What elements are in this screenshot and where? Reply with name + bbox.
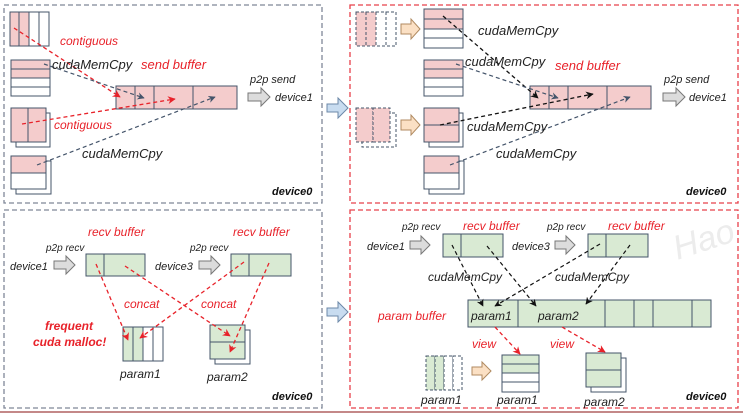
tl-label-cudamemcpy-1: cudaMemCpy [52,57,134,72]
panel-bottom-left [3,209,323,409]
bl-recv-arrow-2-icon [198,254,221,276]
transition-arrow-bottom [326,300,349,324]
br-param1-tensor [501,354,540,393]
panel-top-left [3,4,323,204]
bl-label-recv-buffer-1: recv buffer [88,225,146,239]
bl-label-device1: device1 [10,261,48,273]
tr-virtual-tensor-1 [355,11,397,47]
tl-label-device1: device1 [275,92,313,104]
tl-arrow-memcpy-1 [43,63,145,100]
tr-tensor-3 [423,107,464,148]
tl-label-send-buffer: send buffer [141,57,207,72]
bl-label-recv-buffer-2: recv buffer [233,225,291,239]
tr-tensor-4 [423,155,465,195]
bl-recv-arrow-1-icon [53,254,76,276]
tl-label-device0: device0 [272,186,313,198]
tr-arrow-memcpy-3 [439,91,594,126]
bl-arrow-concat-4 [229,262,270,353]
br-label-cudamemcpy-1: cudaMemCpy [428,270,503,284]
bl-recv-buffer-1 [85,253,146,277]
bl-label-concat-1: concat [124,297,160,311]
tl-arrow-contig-2 [21,96,176,125]
bl-label-warning-line1: frequent [45,319,94,333]
br-label-p2p-recv-1: p2p recv [401,222,441,233]
bl-label-p2p-recv-1: p2p recv [45,243,85,254]
tr-label-p2p-send: p2p send [663,74,710,86]
tr-orange-arrow-2 [400,113,421,137]
br-recv-arrow-2-icon [554,234,576,256]
bl-recv-buffer-2 [230,253,292,277]
br-virtual-param1 [425,355,463,391]
br-arrow-view-2 [561,326,606,353]
tl-send-buffer [115,85,238,110]
br-arrow-view-1 [494,326,521,355]
br-arrow-memcpy-1 [451,244,484,307]
br-label-device1: device1 [367,241,405,253]
tl-arrow-memcpy-2 [36,95,216,166]
bl-label-param2: param2 [206,370,248,384]
panel-bottom-right [349,209,739,409]
tr-label-cudamemcpy-2: cudaMemCpy [465,54,547,69]
tl-label-cudamemcpy-2: cudaMemCpy [82,146,164,161]
br-label-recv-buffer-2: recv buffer [608,219,666,233]
bl-param2-tensor [209,324,251,365]
bl-label-device3: device3 [155,261,194,273]
bl-label-param1: param1 [119,367,161,381]
br-label-param2: param2 [583,395,625,409]
tr-send-arrow-icon [662,86,686,108]
br-label-view-2: view [550,337,575,351]
br-arrow-memcpy-4 [585,244,631,305]
tl-send-arrow-icon [247,86,271,108]
tr-virtual-tensor-2 [355,107,397,148]
br-label-recv-buffer-1: recv buffer [463,219,521,233]
br-orange-arrow [471,360,492,382]
br-label-param1-a: param1 [420,393,462,407]
bl-arrow-concat-3 [139,261,245,339]
tr-tensor-2 [423,59,464,97]
br-label-device3: device3 [512,241,551,253]
transition-arrow-top [326,96,349,120]
tr-arrow-memcpy-2 [455,63,559,100]
br-label-view-1: view [472,337,497,351]
tl-label-contiguous-1: contiguous [60,34,118,48]
bl-label-concat-2: concat [201,297,237,311]
tr-tensor-1 [423,8,464,49]
br-label-param-buffer: param buffer [377,309,447,323]
tl-label-contiguous-2: contiguous [54,118,112,132]
tr-orange-arrow-1 [400,17,421,41]
tr-label-cudamemcpy-1: cudaMemCpy [478,23,560,38]
watermark: Hao [668,212,739,267]
tr-label-send-buffer: send buffer [555,58,621,73]
panel-top-right [349,4,739,204]
bl-label-warning-line2: cuda malloc! [33,335,106,349]
br-recv-buffer-1 [442,233,504,258]
tr-label-device0: device0 [686,186,727,198]
tl-arrow-contig-1 [13,27,121,98]
br-param2-tensor [585,352,627,393]
tr-label-device1: device1 [689,92,727,104]
br-label-cudamemcpy-2: cudaMemCpy [555,270,630,284]
br-label-device0: device0 [686,391,727,403]
tl-label-p2p-send: p2p send [249,74,296,86]
bl-label-device0: device0 [272,391,313,403]
br-arrow-memcpy-2 [486,245,537,307]
br-arrow-memcpy-3 [494,243,601,307]
br-recv-arrow-1-icon [409,234,431,256]
br-label-param1-b: param1 [496,393,538,407]
tl-tensor-3 [10,107,51,148]
tr-label-cudamemcpy-3: cudaMemCpy [467,119,549,134]
bl-arrow-concat-2 [124,265,231,337]
tl-tensor-4 [10,155,52,195]
tr-send-buffer [529,85,652,110]
bl-param1-tensor [122,326,164,362]
br-recv-buffer-2 [587,233,649,258]
bl-label-p2p-recv-2: p2p recv [189,243,229,254]
tl-tensor-2 [10,59,51,97]
tr-label-cudamemcpy-4: cudaMemCpy [496,146,578,161]
br-label-p2p-recv-2: p2p recv [546,222,586,233]
br-label-buffer-param1: param1 [470,309,512,323]
br-label-buffer-param2: param2 [537,309,579,323]
